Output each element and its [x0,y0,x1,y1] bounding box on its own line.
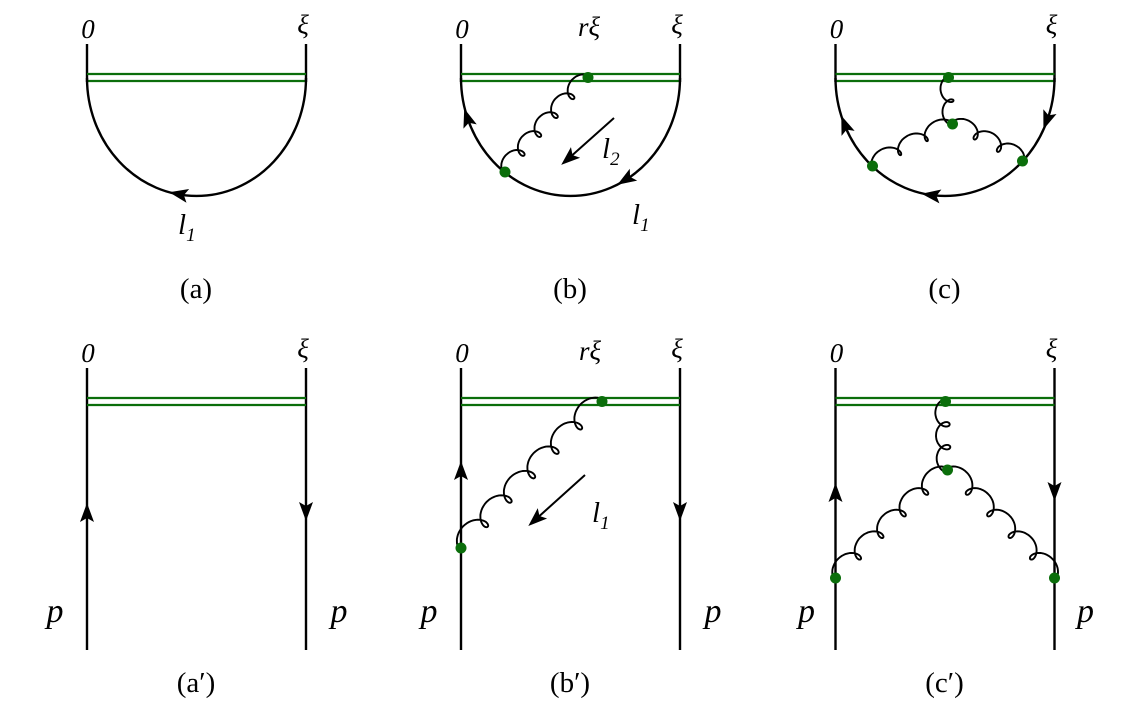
gluon-coil-right [949,117,1026,166]
gluon-coil-stem [939,75,957,127]
vertex-dot-wilson [582,72,594,83]
fermion-arrow-down [1047,482,1062,501]
vertex-dot-triple-gluon [947,118,958,130]
diagram-panel-b-prime: 0 rξ ξ l1 p p (b′) [419,334,722,699]
quark-loop [85,77,308,198]
gluon-coil-stem [934,398,952,474]
label-l1: l1 [632,199,650,236]
gluon-coil-left [831,465,952,583]
fermion-arrow-up [454,461,468,480]
fermion-arrow-bottom [921,189,942,204]
caption-b: (b) [553,273,587,305]
label-l1: l1 [592,497,610,534]
label-p-right: p [1075,593,1094,630]
label-p-right: p [329,593,348,630]
momentum-arrow-shaft [567,117,615,160]
label-p-left: p [419,593,438,630]
fermion-arrow-left [841,115,855,136]
vertex-dot-wilson [596,396,608,407]
fermion-arrow-up [828,483,843,502]
diagram-panel-a: 0 ξ l1 (a) [81,10,309,305]
fermion-arrow-right [1043,109,1057,130]
vertex-dot-wilson [940,396,951,407]
fermion-arrow-down [299,502,313,521]
gluon-coil [455,396,607,553]
caption-c: (c) [928,273,960,305]
label-zero: 0 [455,338,469,368]
label-l1: l1 [178,209,196,246]
vertex-dot-triple-gluon [942,464,953,476]
vertex-dot-loop-right [1017,155,1028,167]
label-r-xi: rξ [578,12,601,42]
fermion-arrow-down [673,502,687,521]
diagram-panel-c-prime: 0 ξ p p (c′) [796,334,1094,699]
label-zero: 0 [830,338,844,368]
gluon-coil [500,73,592,176]
vertex-dot-quark-right [1049,572,1060,584]
gluon-coil-left [870,118,956,171]
fermion-arrow-up [80,503,94,522]
label-zero: 0 [81,338,95,368]
diagram-panel-a-prime: 0 ξ p p (a′) [45,334,348,699]
label-xi: ξ [297,10,309,40]
momentum-arrow-head [561,147,581,165]
label-xi: ξ [297,334,309,364]
momentum-arrow-shaft [534,474,586,521]
label-zero: 0 [830,14,844,44]
fermion-arrow-left [463,108,477,129]
label-xi: ξ [1046,10,1058,40]
fermion-arrow-bottom [617,168,638,185]
diagram-panel-c: 0 ξ (c) [830,10,1058,305]
vertex-dot-loop-left [867,160,878,172]
caption-a: (a) [180,273,212,305]
caption-c-prime: (c′) [925,667,964,699]
label-zero: 0 [81,14,95,44]
momentum-arrow-head [528,508,548,527]
quark-loop [459,77,682,198]
caption-a-prime: (a′) [177,667,216,699]
fermion-arrow [169,189,190,203]
label-r-xi: rξ [579,336,602,366]
label-xi: ξ [671,10,683,40]
label-xi: ξ [1046,334,1058,364]
label-l2: l2 [602,133,620,170]
label-p-left: p [796,593,815,630]
vertex-dot-quark-left [830,572,841,584]
gluon-coil-right [943,465,1059,583]
diagram-panel-b: 0 rξ ξ l2 l1 (b) [455,10,683,305]
label-zero: 0 [455,14,469,44]
label-p-left: p [45,593,64,630]
vertex-dot-quark [455,542,467,554]
label-xi: ξ [671,334,683,364]
vertex-dot-wilson [943,72,954,83]
caption-b-prime: (b′) [550,667,590,699]
label-p-right: p [703,593,722,630]
quark-loop [834,77,1056,198]
vertex-dot-loop [499,166,511,178]
